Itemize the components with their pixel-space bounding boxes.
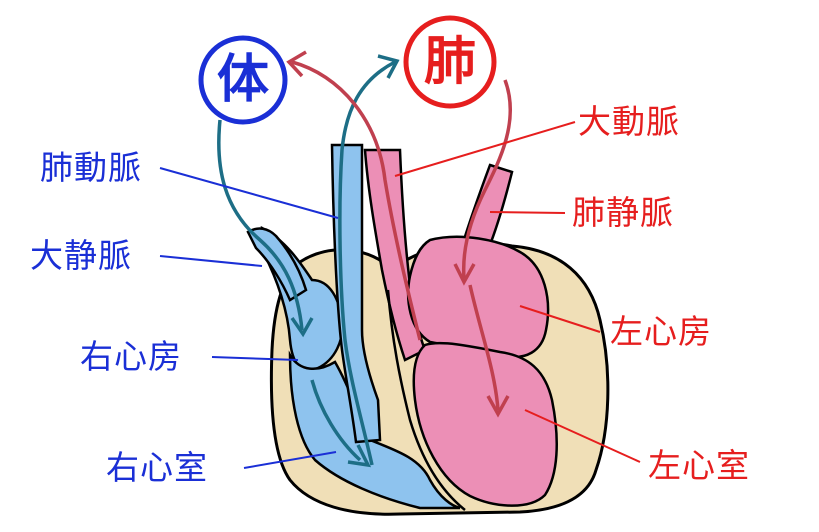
- pulmonary-artery-vessel: [330, 143, 382, 444]
- label-vena-cava: 大静脈: [30, 236, 132, 275]
- left-ventricle-chamber: [412, 341, 558, 507]
- red-flow-atrium-to-ventricle: [468, 284, 500, 411]
- blue-flow-body-to-right-atrium: [217, 119, 304, 331]
- leader-right-atrium: [211, 356, 299, 361]
- blue-arrowhead-2: [377, 54, 400, 79]
- leader-left-ventricle: [524, 409, 641, 463]
- leader-pulmonary-artery: [159, 167, 339, 219]
- leader-pulmonary-vein: [489, 211, 566, 214]
- red-arrowhead-1: [286, 50, 307, 78]
- red-flow-ventricle-to-body: [291, 60, 422, 341]
- leader-aorta: [394, 121, 576, 177]
- label-left-atrium: 左心房: [610, 312, 712, 351]
- label-left-ventricle: 左心室: [648, 446, 750, 485]
- body-circle: [198, 35, 288, 125]
- leader-right-ventricle: [243, 451, 337, 469]
- red-flow-lung-to-left-atrium: [461, 79, 513, 279]
- label-pulmonary-artery: 肺動脈: [40, 148, 142, 187]
- label-aorta: 大動脈: [578, 102, 680, 141]
- red-arrowhead-2: [453, 263, 476, 286]
- right-ventricle-chamber: [288, 350, 461, 510]
- leader-vena-cava: [159, 255, 263, 267]
- label-right-ventricle: 右心室: [106, 448, 208, 487]
- leader-left-atrium: [519, 305, 601, 333]
- label-pulmonary-vein: 肺静脈: [572, 193, 674, 232]
- lung-circle-label: 肺: [423, 32, 476, 92]
- septum: [386, 289, 466, 511]
- red-arrowhead-3: [486, 395, 510, 418]
- blue-arrowhead-3: [347, 444, 372, 468]
- lung-circle: [403, 15, 497, 109]
- label-right-atrium: 右心房: [80, 337, 182, 376]
- body-circle-label: 体: [216, 50, 269, 110]
- blue-arrowhead-1: [290, 317, 314, 338]
- blue-flow-atrium-to-ventricle: [310, 379, 362, 462]
